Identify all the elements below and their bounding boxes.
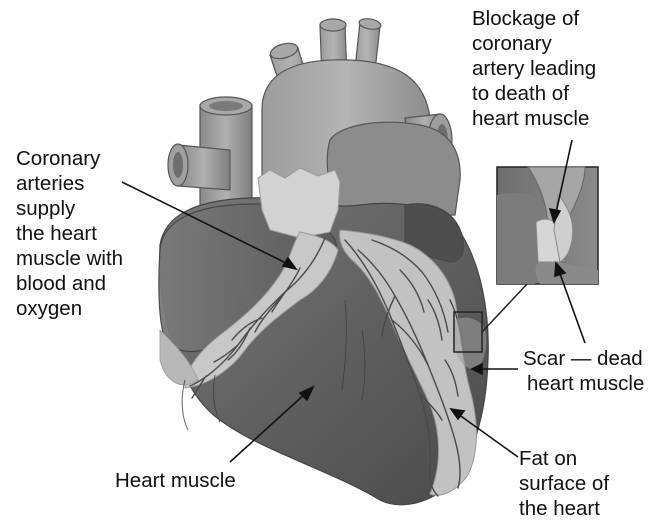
fat-label: Fat on surface of the heart — [519, 446, 609, 521]
fat-band — [258, 168, 340, 238]
scar-label: Scar — dead heart muscle — [523, 346, 644, 396]
label-line: supply — [16, 196, 123, 221]
label-line: Heart muscle — [115, 468, 236, 493]
heart-muscle-label: Heart muscle — [115, 468, 236, 493]
label-line: Blockage of — [472, 6, 596, 31]
label-line: coronary — [472, 31, 596, 56]
inset-view — [497, 167, 598, 284]
label-line: oxygen — [16, 296, 123, 321]
inset-connector — [482, 283, 528, 332]
label-line: Fat on — [519, 446, 609, 471]
label-line: heart muscle — [472, 106, 596, 131]
label-line: muscle with — [16, 246, 123, 271]
label-line: Scar — dead — [523, 346, 644, 371]
blockage-label: Blockage of coronary artery leading to d… — [472, 6, 596, 131]
label-line: the heart — [519, 496, 609, 521]
coronary-arteries-label: Coronary arteries supply the heart muscl… — [16, 146, 123, 321]
label-line: heart muscle — [523, 371, 644, 396]
pulmonary-trunk — [327, 122, 460, 215]
label-line: Coronary — [16, 146, 123, 171]
left-branch-vessel — [168, 144, 230, 190]
label-line: to death of — [472, 81, 596, 106]
label-line: surface of — [519, 471, 609, 496]
label-line: artery leading — [472, 56, 596, 81]
label-line: arteries — [16, 171, 123, 196]
label-line: blood and — [16, 271, 123, 296]
label-line: the heart — [16, 221, 123, 246]
